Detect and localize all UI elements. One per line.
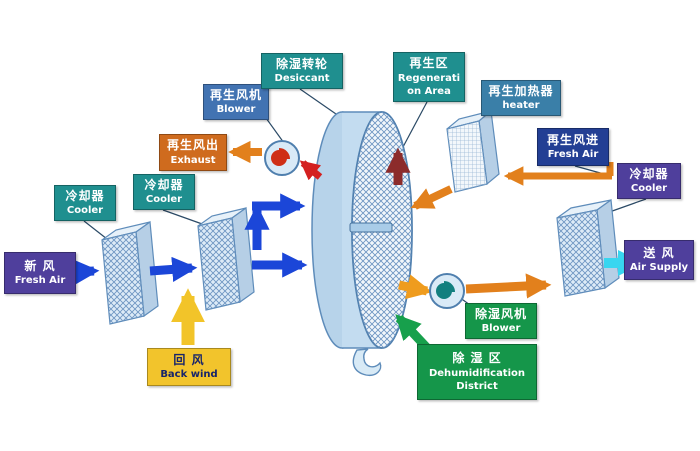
cooler-right-box (556, 198, 620, 297)
label-cooler-right-en: Cooler (630, 183, 668, 195)
label-cooler-left-2-en: Cooler (145, 194, 183, 206)
label-fresh-air-in-zh: 新 风 (24, 258, 56, 273)
wheel-to-regen-fan-arrow (299, 160, 323, 181)
label-desiccant-wheel: 除湿转轮 Desiccant (261, 53, 343, 89)
label-dehum-district: 除 湿 区 Dehumidification District (417, 344, 537, 400)
label-regen-area: 再生区 Regenerati on Area (393, 52, 465, 102)
label-regen-blower-en: Blower (216, 104, 256, 116)
wheel-axle (349, 222, 393, 233)
label-regen-exhaust-zh: 再生风出 (166, 138, 219, 153)
label-regen-area-en1: Regenerati (397, 72, 461, 84)
label-dehum-blower: 除湿风机 Blower (465, 303, 537, 339)
label-fresh-air-in-en: Fresh Air (14, 275, 66, 287)
fan-to-right-cooler-arrow (465, 273, 552, 299)
fresh-air-inlet-arrow (73, 259, 100, 285)
flow-arrows (73, 140, 644, 355)
label-regen-fresh-air-en: Fresh Air (547, 149, 599, 161)
label-cooler-left-1-zh: 冷却器 (65, 188, 105, 203)
label-regen-area-en2: on Area (407, 85, 451, 97)
label-cooler-left-2: 冷却器 Cooler (133, 174, 195, 210)
label-cooler-left-1-en: Cooler (66, 205, 104, 217)
label-dehum-blower-zh: 除湿风机 (474, 306, 527, 321)
regen-heater-box (446, 109, 500, 193)
label-dehum-blower-en: Blower (481, 323, 521, 335)
label-cooler-left-1: 冷却器 Cooler (54, 185, 116, 221)
cooler-left-1-box (101, 220, 159, 325)
label-dehum-district-zh: 除 湿 区 (452, 351, 502, 366)
label-regen-heater-zh: 再生加热器 (488, 83, 554, 98)
wheel-to-dehum-fan-arrow (398, 274, 433, 300)
label-back-wind-zh: 回 风 (173, 352, 205, 367)
label-cooler-left-2-zh: 冷却器 (144, 177, 184, 192)
between-coolers-arrow (149, 256, 198, 282)
label-cooler-right: 冷却器 Cooler (617, 163, 681, 199)
label-dehum-district-en2: District (456, 380, 498, 392)
label-back-wind: 回 风 Back wind (147, 348, 231, 386)
label-connector-lines (83, 88, 647, 306)
label-dehum-district-en1: Dehumidification (428, 367, 526, 379)
label-regen-heater-en: heater (502, 100, 540, 112)
label-air-supply-zh: 送 风 (643, 245, 675, 260)
label-back-wind-en: Back wind (160, 369, 218, 381)
label-air-supply: 送 风 Air Supply (624, 240, 694, 280)
label-desiccant-wheel-zh: 除湿转轮 (275, 56, 328, 71)
heater-to-wheel-arrow (410, 185, 453, 210)
label-regen-blower-zh: 再生风机 (209, 87, 262, 102)
label-regen-fresh-air: 再生风进 Fresh Air (537, 128, 609, 166)
label-fresh-air-in: 新 风 Fresh Air (4, 252, 76, 294)
cooler-left-2-box (197, 206, 255, 311)
label-regen-exhaust: 再生风出 Exhaust (159, 134, 227, 171)
label-regen-exhaust-en: Exhaust (170, 154, 216, 166)
label-regen-heater: 再生加热器 heater (481, 80, 561, 116)
label-air-supply-en: Air Supply (629, 262, 689, 274)
label-regen-area-zh: 再生区 (409, 56, 449, 71)
label-regen-fresh-air-zh: 再生风进 (546, 132, 599, 147)
dehum-fan (429, 273, 465, 309)
regen-fan (264, 140, 300, 176)
label-desiccant-wheel-en: Desiccant (274, 73, 330, 85)
label-regen-blower: 再生风机 Blower (203, 84, 269, 120)
desiccant-wheel (311, 111, 413, 349)
wheel-seal-curl (352, 348, 382, 377)
label-cooler-right-zh: 冷却器 (629, 166, 669, 181)
